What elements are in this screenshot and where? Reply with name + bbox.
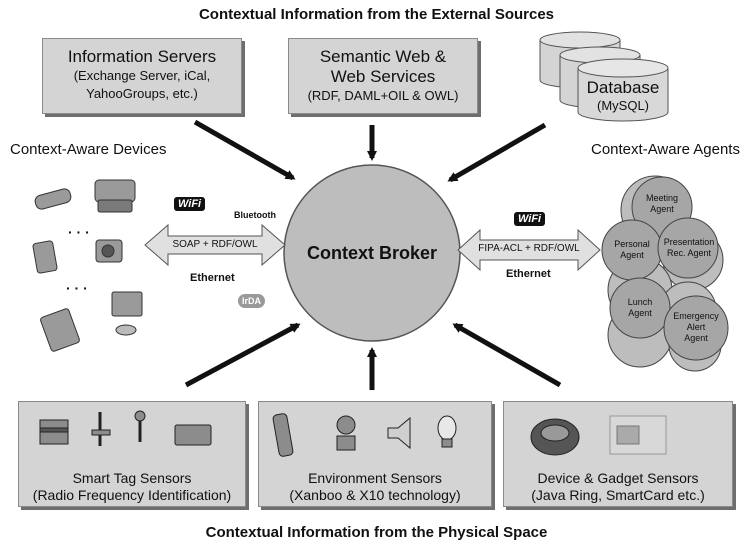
top-title: Contextual Information from the External… — [198, 6, 555, 23]
wifi-badge-left: WiFi — [174, 197, 206, 211]
semantic-web-subtitle: Web Services — [330, 67, 436, 86]
context-broker-label: Context Broker — [306, 243, 438, 263]
bottom-title: Contextual Information from the Physical… — [205, 524, 548, 541]
smart-tag-sensors-detail: (Radio Frequency Identification) — [32, 487, 232, 503]
devices-ellipsis-1: · · · — [68, 224, 90, 240]
device-gadget-sensors-detail: (Java Ring, SmartCard etc.) — [531, 487, 705, 503]
database-detail: (MySQL) — [597, 98, 649, 113]
ethernet-label-left: Ethernet — [190, 272, 235, 284]
device-gadget-sensors-caption: Device & Gadget Sensors (Java Ring, Smar… — [503, 470, 733, 504]
soap-protocol-label: SOAP + RDF/OWL — [172, 239, 258, 250]
smart-tag-sensors-title: Smart Tag Sensors — [72, 470, 192, 486]
handheld-icon — [32, 240, 58, 274]
emergency-agent-label: Emergency Alert Agent — [673, 311, 719, 343]
camera-sensor-icon — [336, 415, 356, 435]
information-servers-box: Information Servers (Exchange Server, iC… — [42, 38, 242, 114]
tablet-icon — [40, 308, 80, 352]
devices-double-arrow — [144, 223, 286, 267]
bluetooth-badge: Bluetooth — [234, 210, 276, 220]
pda-icon — [34, 188, 72, 210]
context-aware-agents-label: Context-Aware Agents — [591, 141, 740, 158]
information-servers-detail-1: (Exchange Server, iCal, — [73, 68, 211, 83]
information-servers-detail-2: YahooGroups, etc.) — [86, 86, 198, 101]
database-icon — [539, 31, 669, 122]
arrow-info-servers — [193, 119, 296, 181]
speaker-icon — [387, 416, 411, 450]
meeting-agent-label: Meeting Agent — [645, 193, 679, 214]
database-label: Database (MySQL) — [578, 78, 668, 113]
arrow-database — [447, 122, 547, 183]
wifi-badge-right: WiFi — [514, 212, 546, 226]
smart-tag-sensors-box — [18, 401, 246, 507]
information-servers-title: Information Servers — [67, 47, 217, 66]
personal-agent-label: Personal Agent — [614, 239, 650, 260]
laptop-icon — [174, 424, 212, 446]
agents-cluster — [601, 175, 729, 372]
devices-ellipsis-2: · · · — [66, 280, 88, 296]
monitor-icon — [111, 291, 143, 317]
device-gadget-sensors-title: Device & Gadget Sensors — [537, 470, 699, 486]
context-aware-devices-label: Context-Aware Devices — [10, 141, 167, 158]
fipa-protocol-label: FIPA-ACL + RDF/OWL — [478, 243, 580, 254]
environment-sensors-title: Environment Sensors — [308, 470, 442, 486]
printer-icon — [94, 179, 136, 203]
arrow-smart-tag — [184, 322, 301, 388]
arrow-device-gadget — [452, 322, 562, 388]
presentation-agent-label: Presentation Rec. Agent — [663, 237, 715, 258]
irda-badge: IrDA — [238, 294, 266, 308]
ethernet-label-right: Ethernet — [506, 268, 551, 280]
context-broker-circle — [283, 164, 461, 342]
agents-double-arrow — [457, 228, 601, 272]
semantic-web-title: Semantic Web & — [319, 47, 447, 66]
environment-sensors-detail: (Xanboo & X10 technology) — [289, 487, 461, 503]
database-title: Database — [586, 78, 660, 97]
thermometer-icon — [272, 413, 294, 457]
environment-sensors-box — [258, 401, 492, 507]
environment-sensors-caption: Environment Sensors (Xanboo & X10 techno… — [258, 470, 492, 504]
lunch-agent-label: Lunch Agent — [627, 297, 653, 318]
semantic-web-box: Semantic Web & Web Services (RDF, DAML+O… — [288, 38, 478, 114]
device-gadget-sensors-box — [503, 401, 733, 507]
semantic-web-detail: (RDF, DAML+OIL & OWL) — [307, 88, 459, 103]
smart-tag-sensors-caption: Smart Tag Sensors (Radio Frequency Ident… — [18, 470, 246, 504]
